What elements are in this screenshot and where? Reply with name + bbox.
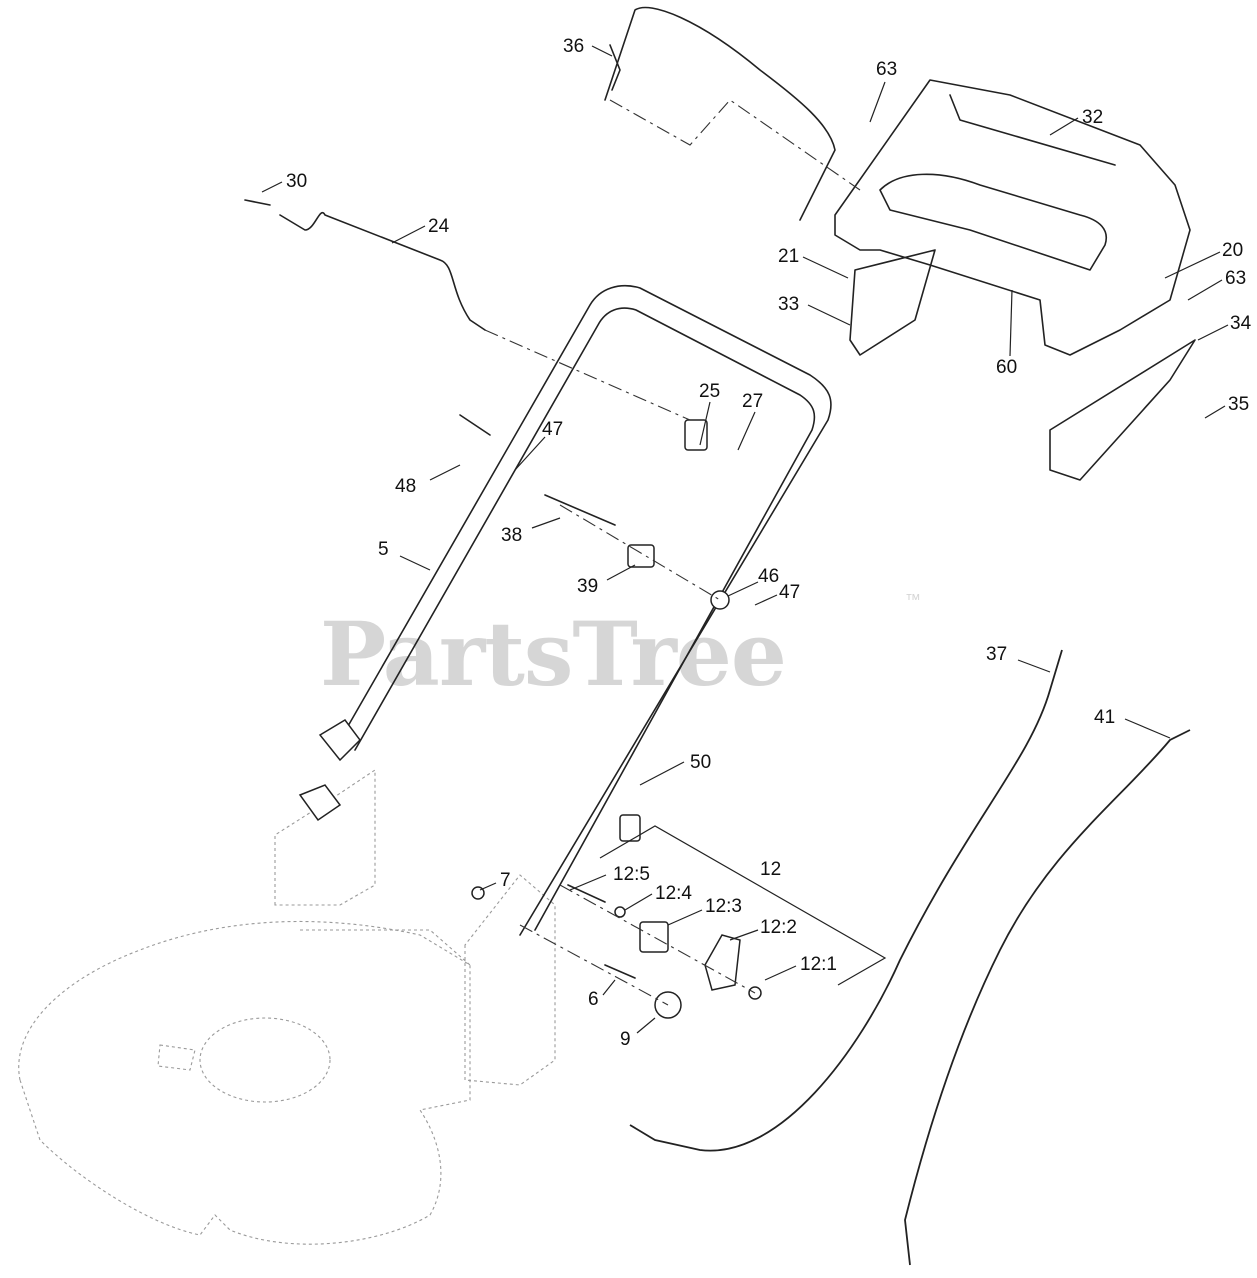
bushing-46 — [710, 590, 730, 610]
callout-12-1: 12:1 — [800, 954, 837, 975]
watermark-trademark: ™ — [905, 592, 921, 609]
alignment-lines — [484, 99, 861, 1006]
callout-60: 60 — [996, 357, 1017, 378]
bolt-38 — [544, 494, 616, 526]
pin-48 — [459, 414, 491, 436]
callout-5: 5 — [378, 539, 389, 560]
callout-7: 7 — [500, 870, 511, 891]
bail-bar — [604, 6, 836, 221]
callout-25: 25 — [699, 381, 720, 402]
cable-41 — [904, 729, 1191, 1266]
callout-20: 20 — [1222, 240, 1243, 261]
lever-12-2 — [704, 934, 741, 991]
callout-36: 36 — [563, 36, 584, 57]
callout-63-right: 63 — [1225, 268, 1246, 289]
mower-deck — [18, 768, 556, 1245]
callout-63-top: 63 — [876, 59, 897, 80]
callout-37: 37 — [986, 644, 1007, 665]
callout-9: 9 — [620, 1029, 631, 1050]
cable-37 — [629, 649, 1063, 1152]
callout-12: 12 — [760, 859, 781, 880]
shifter-rod — [244, 199, 486, 331]
callout-6: 6 — [588, 989, 599, 1010]
callout-47-upper: 47 — [542, 419, 563, 440]
callout-41: 41 — [1094, 707, 1115, 728]
assembly-12-bracket — [599, 825, 887, 986]
callout-32: 32 — [1082, 107, 1103, 128]
washer-12-4 — [614, 906, 626, 918]
control-console — [834, 79, 1191, 356]
callout-47-lower: 47 — [779, 582, 800, 603]
callout-33: 33 — [778, 294, 799, 315]
left-knob-assembly — [298, 719, 361, 822]
callout-27: 27 — [742, 391, 763, 412]
clip-39 — [627, 544, 655, 568]
bracket-25 — [684, 419, 708, 451]
leader-lines — [261, 45, 1229, 1034]
right-side-rail — [1049, 339, 1196, 481]
pivot-pin-6 — [604, 964, 636, 979]
callout-50: 50 — [690, 752, 711, 773]
callout-24: 24 — [428, 216, 450, 237]
callout-21: 21 — [778, 246, 799, 267]
callout-38: 38 — [501, 525, 522, 546]
left-side-rail — [849, 249, 936, 356]
callout-12-2: 12:2 — [760, 917, 797, 938]
callout-34: 34 — [1230, 313, 1252, 334]
callout-46: 46 — [758, 566, 779, 587]
callout-35: 35 — [1228, 394, 1249, 415]
handle-tube — [339, 284, 832, 936]
callout-39: 39 — [577, 576, 598, 597]
callout-12-3: 12:3 — [705, 896, 742, 917]
callout-12-4: 12:4 — [655, 883, 692, 904]
callout-12-5: 12:5 — [613, 864, 650, 885]
callout-30: 30 — [286, 171, 307, 192]
callout-labels: 36 63 32 30 24 21 20 63 33 34 60 35 25 2… — [286, 36, 1252, 1050]
cam-12-3 — [639, 921, 669, 953]
callout-48: 48 — [395, 476, 416, 497]
